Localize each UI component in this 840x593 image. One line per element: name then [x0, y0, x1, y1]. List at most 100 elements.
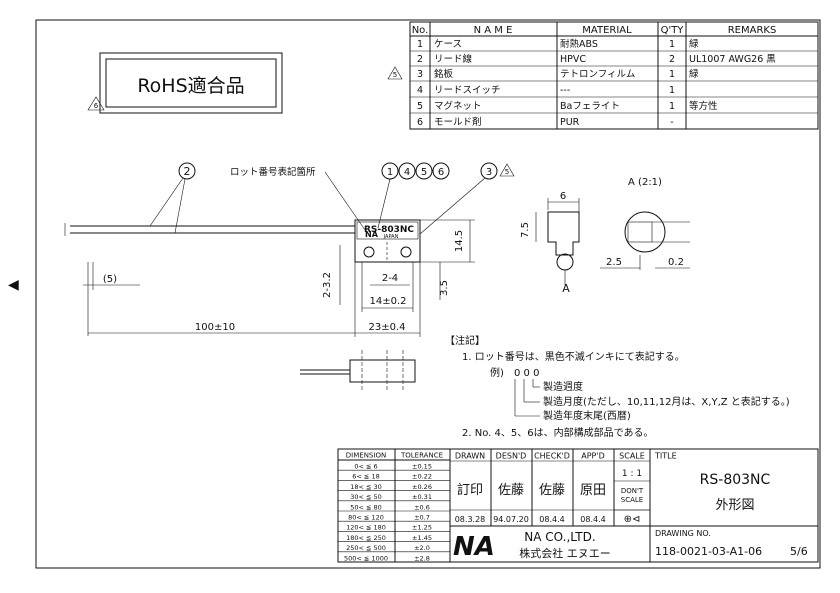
- svg-text:5: 5: [393, 71, 397, 79]
- svg-text:3: 3: [486, 167, 492, 178]
- svg-text:6: 6: [438, 167, 444, 178]
- tol-value: ±0.26: [412, 483, 432, 491]
- tol-dimension: 80< ≦ 120: [348, 514, 384, 522]
- projection-icon: ⊕⊲: [624, 514, 641, 525]
- parts-row-name: リードスイッチ: [434, 85, 501, 96]
- svg-text:4: 4: [404, 167, 410, 178]
- note-month: 製造月度(ただし、10,11,12月は、X,Y,Z と表記する。): [543, 395, 790, 408]
- tol-value: ±1.45: [412, 534, 432, 542]
- parts-row-qty: 1: [669, 85, 675, 96]
- parts-row-qty: -: [670, 117, 673, 128]
- tol-value: ±0.31: [412, 493, 432, 501]
- view-a-label: A: [562, 282, 570, 295]
- bottom-view: [300, 350, 416, 392]
- balloon-2: [178, 162, 196, 180]
- left-arrow-icon: ◀: [8, 277, 19, 293]
- parts-row-no: 6: [417, 117, 423, 128]
- dim-7-5: 7.5: [520, 222, 531, 238]
- parts-row-material: Baフェライト: [560, 101, 620, 112]
- parts-row-material: 耐熱ABS: [560, 38, 598, 50]
- detail-label: A (2:1): [628, 177, 662, 188]
- parts-row-material: ---: [560, 85, 570, 96]
- parts-row-no: 5: [417, 101, 423, 112]
- parts-row-remarks: UL1007 AWG26 黒: [689, 54, 776, 65]
- tol-dimension: 500< ≦ 1000: [344, 554, 388, 562]
- tol-dimension: 180< ≦ 250: [346, 534, 386, 542]
- svg-text:5: 5: [421, 167, 427, 178]
- dim-2-4: 2-4: [382, 273, 398, 284]
- parts-row-no: 1: [417, 39, 423, 50]
- balloon-3: 3 5: [419, 162, 515, 235]
- sheet-number: 5/6: [790, 545, 808, 558]
- dim-0-2: 0.2: [668, 257, 684, 268]
- scale-value: 1 : 1: [622, 469, 642, 479]
- rohs-label: RoHS適合品: [137, 75, 244, 97]
- tol-header-dimension: DIMENSION: [346, 452, 386, 460]
- company-name-en: NA CO.,LTD.: [524, 530, 595, 544]
- appd-label: APP'D: [581, 452, 604, 461]
- svg-text:6: 6: [94, 102, 99, 110]
- dim-3-5: 3.5: [439, 280, 450, 296]
- nameplate-text: RS-803NC: [364, 225, 414, 235]
- desnd-label: DESN'D: [496, 452, 527, 461]
- dim-100: 100±10: [195, 322, 235, 333]
- detail-a: A (2:1) 2.5 0.2: [600, 177, 690, 270]
- title-main: RS-803NC: [700, 472, 771, 488]
- tol-value: ±0.7: [414, 514, 430, 522]
- appd-date: 08.4.4: [580, 515, 605, 524]
- drawing-no-label: DRAWING NO.: [655, 529, 711, 538]
- parts-row-remarks: 緑: [689, 38, 699, 50]
- parts-row-no: 4: [417, 85, 423, 96]
- drawing-number: 118-0021-03-A1-06: [655, 545, 762, 558]
- revision-triangle-icon: [499, 163, 515, 177]
- title-block: DRAWN DESN'D CHECK'D APP'D SCALE TITLE 訂…: [449, 448, 819, 563]
- checkd-date: 08.4.4: [539, 515, 564, 524]
- revision-triangle-icon: [387, 66, 403, 80]
- note-week: 製造週度: [543, 380, 583, 393]
- tol-value: ±2.0: [414, 544, 430, 552]
- tol-value: ±0.22: [412, 473, 432, 481]
- tolerance-table: DIMENSION TOLERANCE 0< ≦ 6±0.156< ≦ 18±0…: [337, 448, 451, 563]
- parts-row-qty: 1: [669, 39, 675, 50]
- drawn-date: 08.3.28: [455, 515, 486, 524]
- parts-row-qty: 1: [669, 69, 675, 80]
- sheet-border: [35, 19, 821, 569]
- parts-row-no: 3: [417, 69, 423, 80]
- tol-dimension: 120< ≦ 180: [346, 524, 386, 532]
- parts-row-remarks: 緑: [689, 68, 699, 80]
- parts-row-name: モールド剤: [434, 116, 482, 128]
- parts-row-material: PUR: [560, 117, 580, 128]
- parts-row-material: テトロンフィルム: [560, 69, 635, 80]
- parts-row-name: マグネット: [434, 100, 482, 112]
- note-1: 1. ロット番号は、黒色不滅インキにて表記する。: [462, 350, 685, 363]
- dim-2-5: 2.5: [606, 257, 622, 268]
- notes-title: 【注記】: [445, 334, 485, 347]
- side-view: 6 7.5 A: [520, 191, 580, 295]
- main-view: 2 ロット番号表記箇所 1 4 5 6 3 5 RS-803NC JAPAN N…: [64, 162, 515, 337]
- parts-row-qty: 1: [669, 101, 675, 112]
- tol-value: ±2.8: [414, 554, 430, 562]
- svg-text:JAPAN: JAPAN: [383, 234, 399, 240]
- notes: 【注記】 1. ロット番号は、黒色不滅インキにて表記する。 例) 0 0 0 製…: [445, 334, 790, 439]
- tol-dimension: 250< ≦ 500: [346, 544, 386, 552]
- dim-14: 14±0.2: [369, 296, 406, 307]
- svg-text:2: 2: [184, 165, 191, 178]
- drawn-signature: 訂印: [457, 482, 483, 498]
- tol-value: ±0.15: [412, 463, 432, 471]
- appd-signature: 原田: [580, 483, 606, 498]
- parts-row-name: 銘板: [434, 68, 454, 80]
- header-material: MATERIAL: [582, 25, 632, 36]
- tol-header-tolerance: TOLERANCE: [400, 452, 443, 460]
- rohs-box: RoHS適合品 6: [87, 52, 283, 114]
- header-name: N A M E: [474, 25, 513, 36]
- dim-14-5: 14.5: [454, 230, 465, 252]
- checkd-label: CHECK'D: [534, 452, 570, 461]
- tol-dimension: 30< ≦ 50: [350, 493, 382, 501]
- company-logo-icon: NA: [453, 532, 495, 562]
- parts-row-no: 2: [417, 54, 423, 65]
- header-remarks: REMARKS: [728, 25, 777, 36]
- dim-23: 23±0.4: [368, 322, 405, 333]
- parts-row-material: HPVC: [560, 54, 586, 65]
- svg-text:5: 5: [505, 168, 509, 176]
